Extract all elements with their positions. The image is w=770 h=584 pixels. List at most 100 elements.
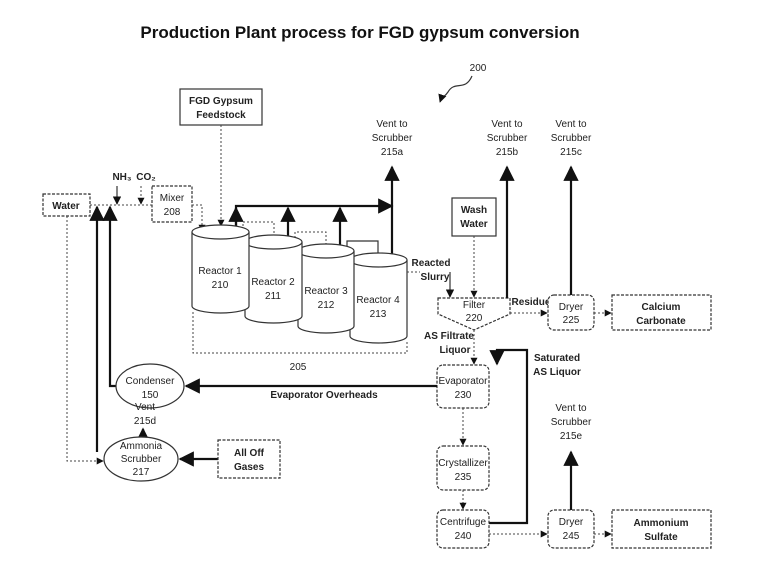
svg-text:235: 235 [455, 472, 472, 483]
vent-a-label: Vent to Scrubber 215a [372, 119, 413, 158]
mixer-to-reactor-flow [192, 204, 206, 232]
svg-text:Scrubber: Scrubber [551, 417, 592, 428]
svg-text:215d: 215d [134, 416, 156, 427]
svg-text:Vent to: Vent to [555, 119, 587, 130]
svg-text:Scrubber: Scrubber [372, 133, 413, 144]
svg-text:230: 230 [455, 390, 472, 401]
nh3-label: NH₃ [112, 172, 131, 183]
evaporator-230: Evaporator 230 [436, 364, 490, 409]
dryer-245: Dryer 245 [547, 509, 595, 549]
as-filtrate-label: AS Filtrate Liquor [424, 331, 474, 356]
svg-text:Sulfate: Sulfate [644, 532, 678, 543]
svg-text:Vent to: Vent to [555, 403, 587, 414]
svg-text:Saturated: Saturated [534, 353, 580, 364]
co2-label: CO₂ [136, 172, 155, 183]
svg-text:Crystallizer: Crystallizer [438, 458, 488, 469]
water-to-scrubber-flow [66, 216, 104, 465]
svg-text:Mixer: Mixer [160, 193, 185, 204]
svg-text:208: 208 [164, 207, 181, 218]
svg-text:Scrubber: Scrubber [121, 454, 162, 465]
svg-text:Water: Water [52, 201, 80, 212]
svg-text:Liquor: Liquor [439, 345, 470, 356]
centrifuge-240: Centrifuge 240 [436, 509, 490, 549]
reacted-slurry-label: Reacted Slurry [412, 258, 451, 283]
dryer-225: Dryer 225 [547, 294, 595, 331]
svg-text:240: 240 [455, 531, 472, 542]
svg-text:220: 220 [466, 313, 483, 324]
vent-b-label: Vent to Scrubber 215b [487, 119, 528, 158]
reactor-1: Reactor 1 210 [191, 224, 250, 314]
svg-text:Reactor 1: Reactor 1 [198, 266, 242, 277]
svg-text:Reactor 3: Reactor 3 [304, 286, 348, 297]
svg-text:Carbonate: Carbonate [636, 316, 686, 327]
crystallizer-235: Crystallizer 235 [436, 445, 490, 491]
svg-text:Water: Water [460, 219, 488, 230]
svg-text:All Off: All Off [234, 448, 265, 459]
svg-text:AS Liquor: AS Liquor [533, 367, 581, 378]
reactor-2: Reactor 2 211 [244, 234, 303, 324]
reactor-3: Reactor 3 212 [297, 243, 355, 334]
svg-text:Scrubber: Scrubber [487, 133, 528, 144]
svg-text:245: 245 [563, 531, 580, 542]
svg-text:215b: 215b [496, 147, 519, 158]
svg-text:Ammonia: Ammonia [120, 441, 163, 452]
svg-text:Reactor 4: Reactor 4 [356, 295, 400, 306]
all-off-gases-box: All Off Gases [217, 439, 281, 479]
calcium-carbonate-box: Calcium Carbonate [611, 294, 712, 331]
svg-text:210: 210 [212, 280, 229, 291]
ammonia-scrubber-217: Ammonia Scrubber 217 [103, 436, 179, 482]
figure-ref-arrow [438, 75, 473, 103]
svg-text:Dryer: Dryer [559, 517, 584, 528]
svg-text:Vent to: Vent to [491, 119, 523, 130]
vent-header [234, 204, 392, 232]
svg-text:Ammonium: Ammonium [634, 518, 689, 529]
reactor-4: Reactor 4 213 [349, 252, 408, 344]
svg-text:215c: 215c [560, 147, 582, 158]
vent-e-label: Vent to Scrubber 215e [551, 403, 592, 442]
svg-text:Condenser: Condenser [126, 376, 176, 387]
svg-text:215a: 215a [381, 147, 404, 158]
filter-220: Filter 220 [437, 297, 511, 331]
water-box: Water [42, 193, 91, 217]
evaporator-overheads-label: Evaporator Overheads [270, 390, 378, 401]
svg-text:Feedstock: Feedstock [196, 110, 246, 121]
svg-text:Slurry: Slurry [421, 272, 450, 283]
vent-d-label: Vent 215d [134, 402, 156, 427]
condenser-150: Condenser 150 [115, 363, 185, 409]
svg-text:Dryer: Dryer [559, 302, 584, 313]
saturated-liquor-recycle [489, 348, 529, 525]
svg-text:Wash: Wash [461, 205, 487, 216]
svg-text:211: 211 [265, 291, 281, 302]
svg-text:Reacted: Reacted [412, 258, 451, 269]
ammonium-sulfate-box: Ammonium Sulfate [611, 509, 712, 549]
reactor-group-label: 205 [290, 362, 307, 373]
saturated-liquor-label: Saturated AS Liquor [533, 353, 581, 378]
svg-text:Scrubber: Scrubber [551, 133, 592, 144]
svg-text:Filter: Filter [463, 300, 486, 311]
svg-text:213: 213 [370, 309, 387, 320]
vent-c-label: Vent to Scrubber 215c [551, 119, 592, 158]
mixer-box: Mixer 208 [151, 185, 193, 223]
svg-text:Reactor 2: Reactor 2 [251, 277, 295, 288]
residue-label: Residue [512, 297, 551, 308]
svg-text:215e: 215e [560, 431, 583, 442]
svg-text:225: 225 [563, 315, 580, 326]
svg-text:Gases: Gases [234, 462, 264, 473]
reactor-group-bracket [192, 312, 408, 354]
svg-text:Evaporator: Evaporator [439, 376, 489, 387]
svg-text:212: 212 [318, 300, 335, 311]
feedstock-box: FGD Gypsum Feedstock [179, 88, 263, 126]
figure-ref: 200 [470, 63, 487, 74]
diagram-title: Production Plant process for FGD gypsum … [140, 23, 579, 42]
r2-to-r3 [294, 231, 330, 254]
svg-text:FGD Gypsum: FGD Gypsum [189, 96, 253, 107]
svg-text:217: 217 [133, 467, 150, 478]
svg-text:Calcium: Calcium [642, 302, 681, 313]
svg-text:AS Filtrate: AS Filtrate [424, 331, 474, 342]
svg-text:Vent to: Vent to [376, 119, 408, 130]
svg-text:Vent: Vent [135, 402, 155, 413]
svg-text:Centrifuge: Centrifuge [440, 517, 487, 528]
wash-water-box: Wash Water [451, 197, 497, 237]
condenser-recycle-line [102, 205, 118, 388]
